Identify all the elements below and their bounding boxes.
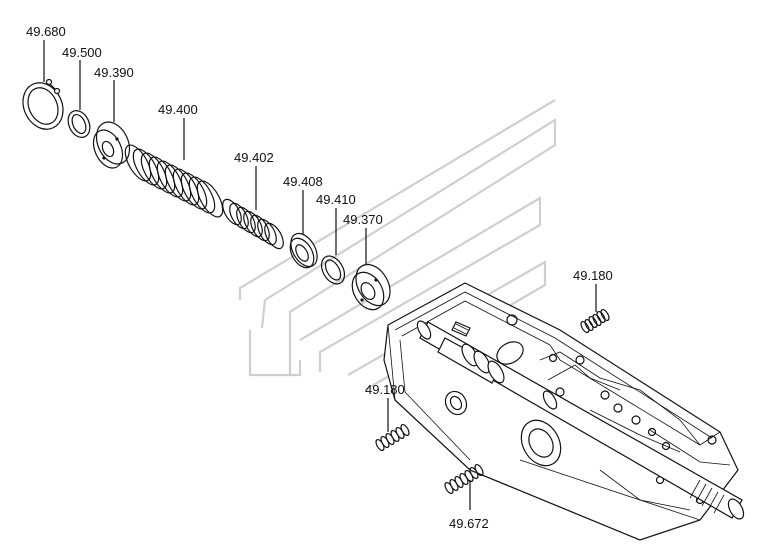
label-49180-lower: 49.180 bbox=[365, 382, 405, 397]
label-49408: 49.408 bbox=[283, 174, 323, 189]
label-49680: 49.680 bbox=[26, 24, 66, 39]
spring-49180-upper bbox=[580, 308, 610, 334]
snap-ring-49680 bbox=[22, 78, 64, 130]
label-49410: 49.410 bbox=[316, 192, 356, 207]
label-49400: 49.400 bbox=[158, 102, 198, 117]
snap-ring-49500 bbox=[67, 110, 91, 138]
label-49500: 49.500 bbox=[62, 45, 102, 60]
spring-49400 bbox=[124, 144, 224, 218]
label-49390: 49.390 bbox=[94, 65, 134, 80]
spring-49180-lower bbox=[375, 423, 410, 452]
washer-49408 bbox=[289, 232, 318, 269]
part-labels: 49.680 49.500 49.390 49.400 49.402 49.40… bbox=[26, 24, 613, 531]
label-49180-upper: 49.180 bbox=[573, 268, 613, 283]
spring-seat-49370 bbox=[351, 263, 391, 311]
label-49402: 49.402 bbox=[234, 150, 274, 165]
label-49672: 49.672 bbox=[449, 516, 489, 531]
label-49370: 49.370 bbox=[343, 212, 383, 227]
spring-49672 bbox=[444, 463, 484, 495]
snap-ring-49410 bbox=[320, 255, 346, 285]
valve-spool bbox=[416, 320, 745, 520]
leader-lines bbox=[43, 40, 597, 510]
spring-seat-49390 bbox=[92, 121, 131, 169]
spring-49402 bbox=[222, 198, 284, 250]
